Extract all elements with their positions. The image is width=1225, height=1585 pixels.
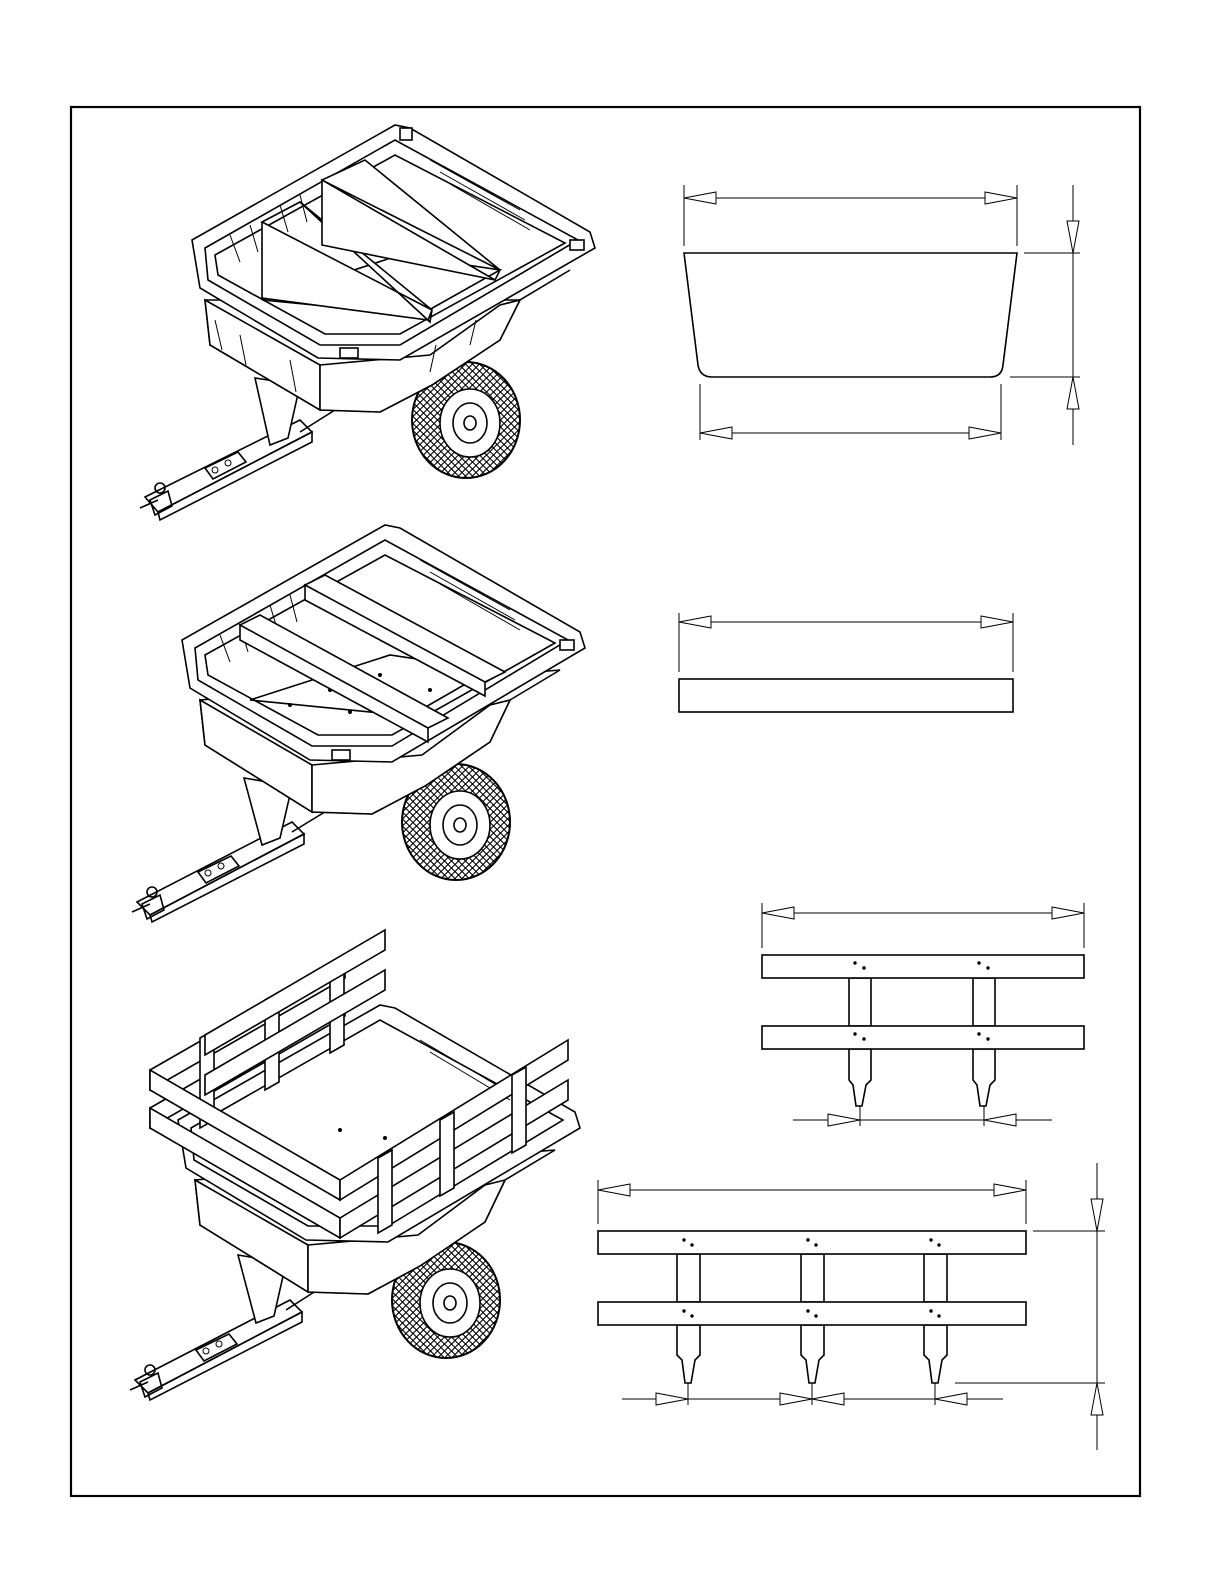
divider-panel-dimension-view bbox=[684, 185, 1080, 445]
hitch-tongue bbox=[130, 1300, 302, 1400]
long-side-rail-dimension-view bbox=[598, 1163, 1105, 1450]
cart-with-side-rails-figure bbox=[130, 930, 580, 1400]
cart-with-dividers-figure bbox=[140, 125, 595, 520]
cart-with-cross-bars-figure bbox=[132, 525, 585, 922]
short-side-rail-dimension-view bbox=[762, 903, 1084, 1126]
cart-tub bbox=[182, 525, 585, 814]
cart-tub bbox=[192, 125, 595, 412]
cross-bar-dimension-view bbox=[679, 613, 1013, 712]
